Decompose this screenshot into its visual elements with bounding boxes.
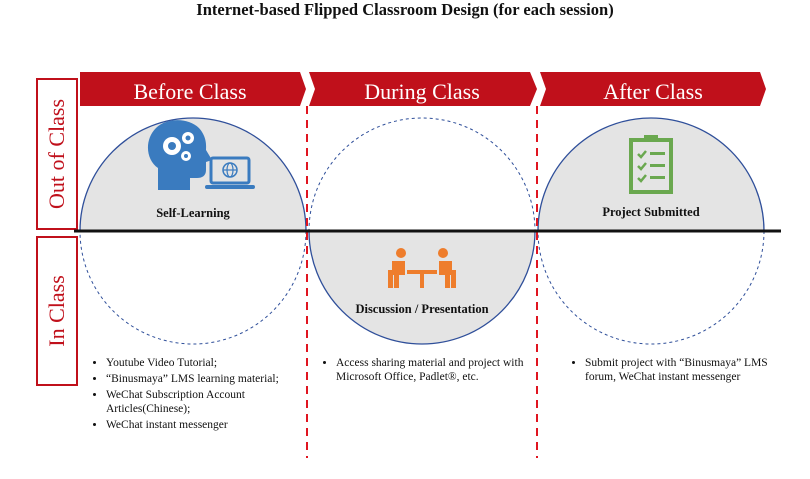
circle-after-outline-top [537,117,765,231]
banner-label-before: Before Class [133,79,247,104]
meeting-table-icon [388,248,456,288]
during-class-resources: Access sharing material and project with… [318,356,546,386]
banner-label-during: During Class [364,79,480,104]
diagram-title: Internet-based Flipped Classroom Design … [196,0,614,19]
list-item: Youtube Video Tutorial; [106,356,311,370]
list-item: WeChat instant messenger [106,418,311,432]
banner-before-class [80,72,306,106]
before-class-resources: Youtube Video Tutorial; “Binusmaya” LMS … [88,356,311,434]
in-class-box: In Class [36,236,78,386]
out-of-class-box: Out of Class [36,78,78,230]
checklist-icon [629,135,673,194]
circle-during-outline-bottom [308,231,536,345]
list-item: “Binusmaya” LMS learning material; [106,372,311,386]
banner-label-after: After Class [603,79,703,104]
banner-during-class [309,72,537,106]
after-class-resources: Submit project with “Binusmaya” LMS foru… [567,356,785,386]
list-item: Submit project with “Binusmaya” LMS foru… [585,356,785,384]
project-submitted-label: Project Submitted [602,205,700,219]
head-gears-icon [147,120,212,190]
list-item: WeChat Subscription Account Articles(Chi… [106,388,311,416]
circle-before-outline-top [79,117,307,231]
circle-after-fill [538,118,764,231]
laptop-globe-icon [205,156,255,189]
banner-after-class [540,72,766,106]
list-item: Access sharing material and project with… [336,356,546,384]
discussion-presentation-label: Discussion / Presentation [355,302,489,316]
self-learning-label: Self-Learning [156,206,230,220]
